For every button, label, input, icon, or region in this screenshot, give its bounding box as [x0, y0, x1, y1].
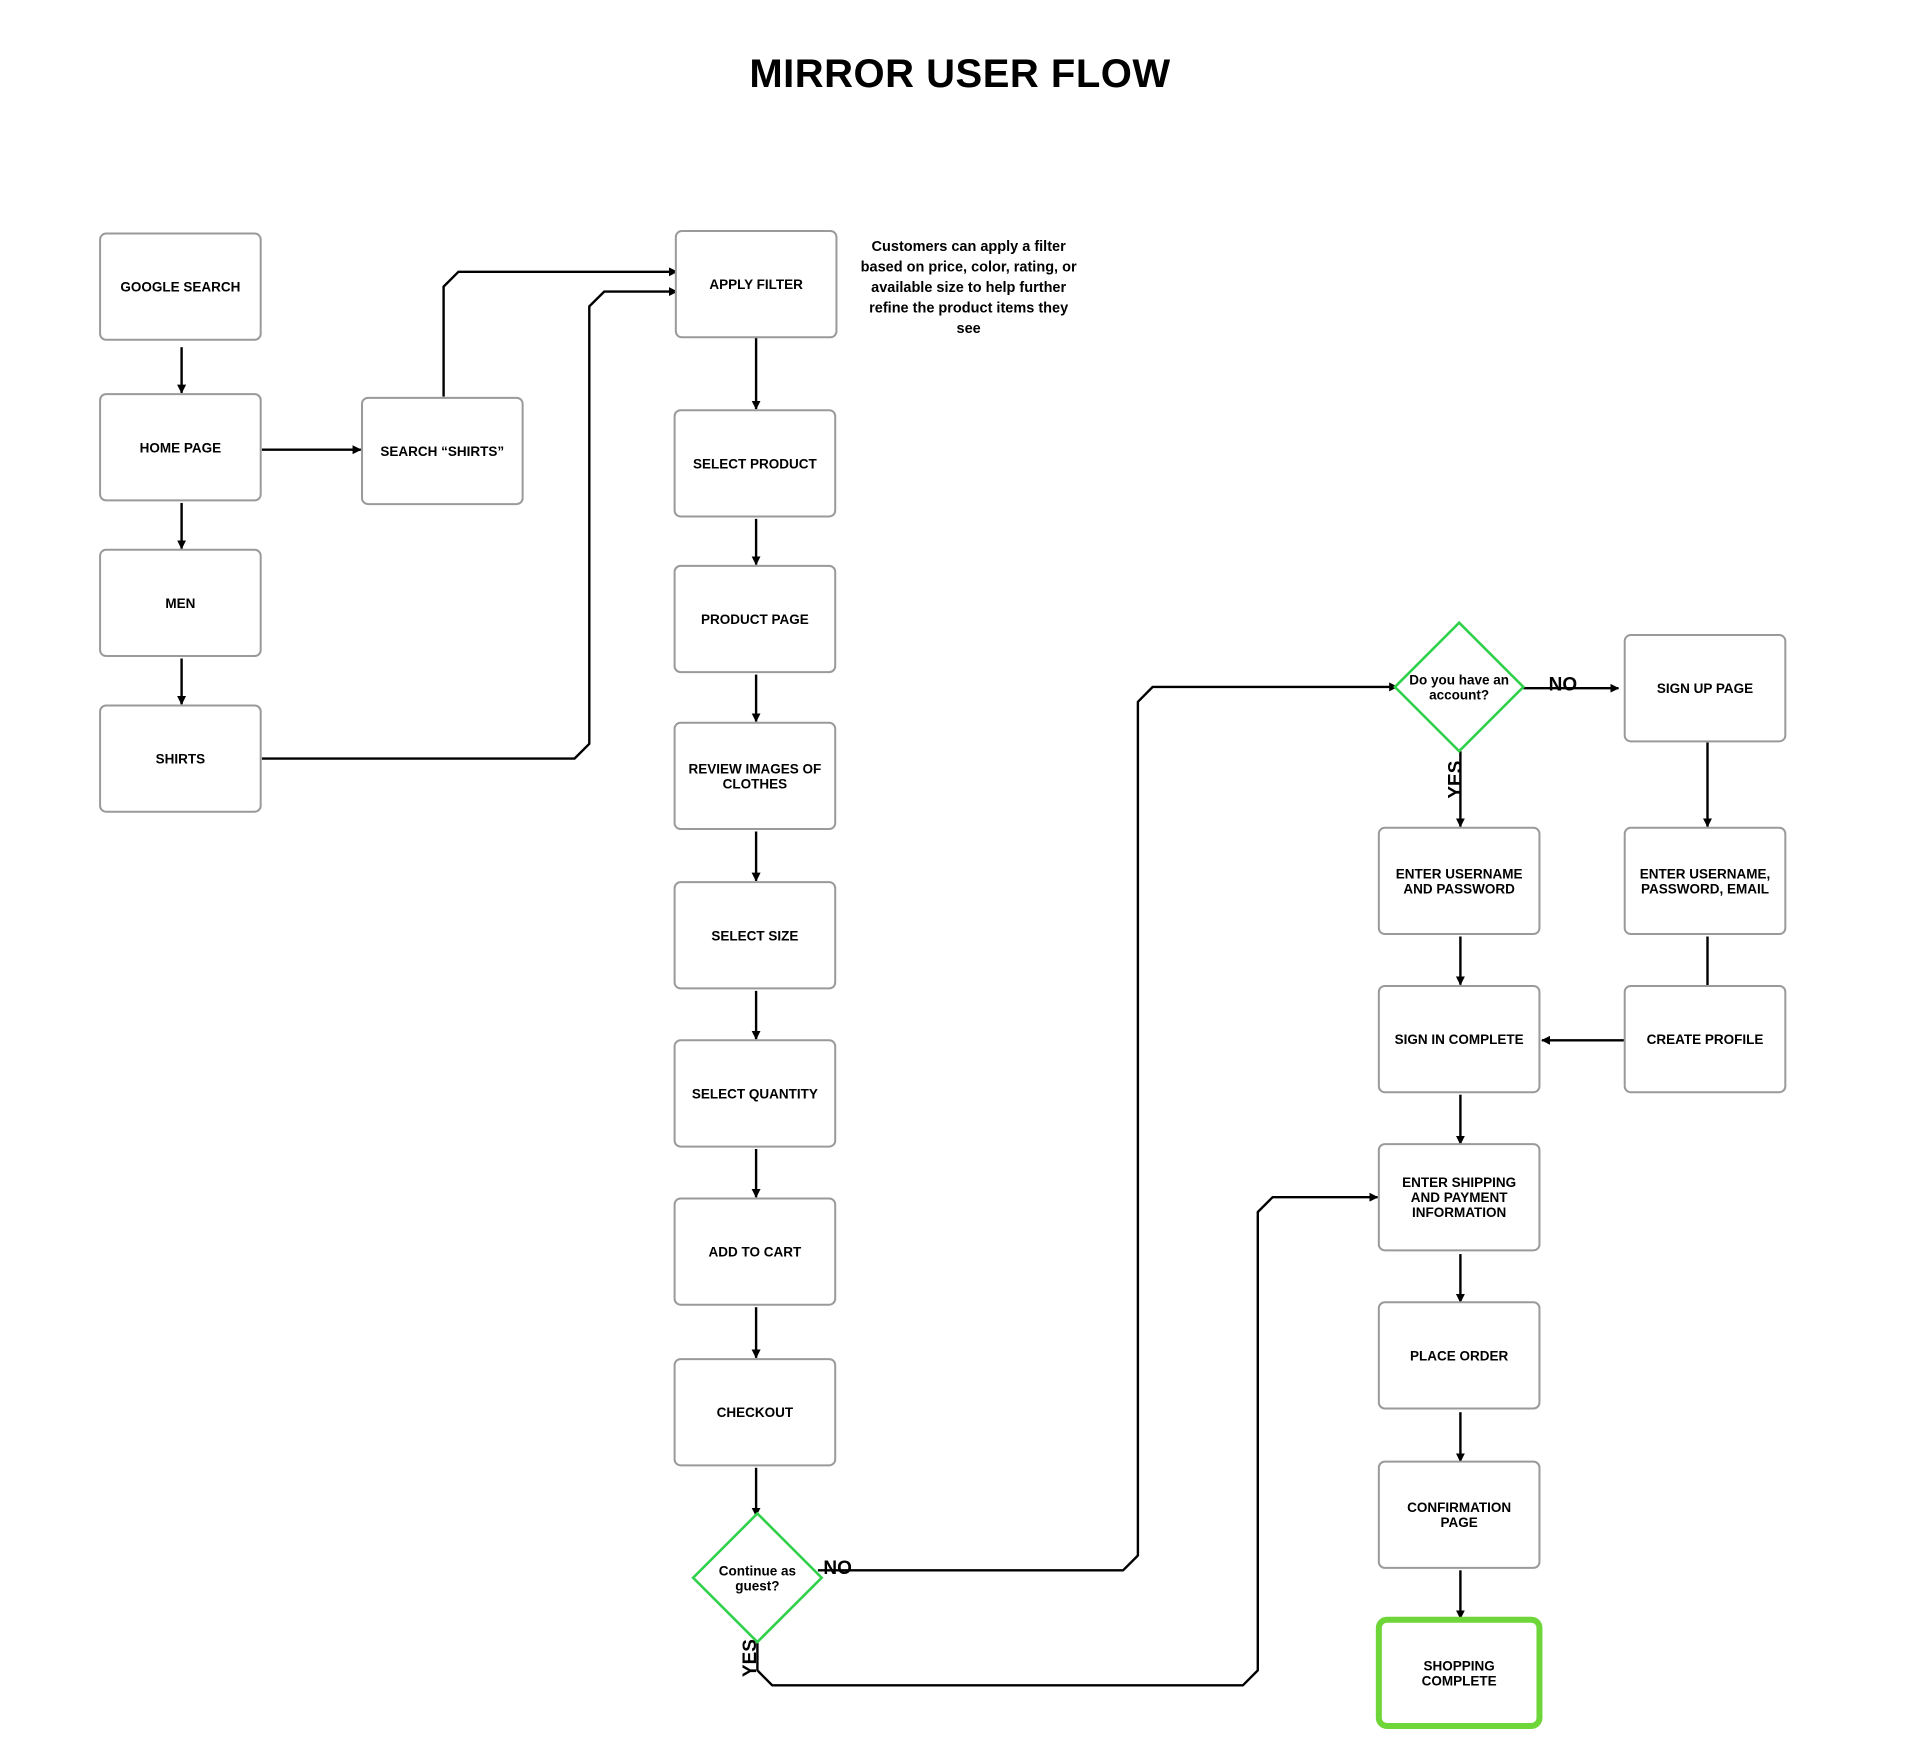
process-box [1377, 1143, 1541, 1252]
node-create-profile: CREATE PROFILE [1623, 984, 1787, 1094]
process-box [673, 1358, 837, 1467]
node-label: CREATE PROFILE [1647, 1032, 1764, 1047]
decision-diamond [691, 1511, 824, 1644]
node-label: SELECT PRODUCT [693, 456, 818, 471]
node-google-search: GOOGLE SEARCH [99, 232, 262, 341]
node-select-quantity: SELECT QUANTITY [673, 1039, 837, 1148]
edge-labels-layer: NO YES NO YES [740, 675, 1577, 1677]
node-label: SHIRTS [156, 752, 206, 767]
node-add-to-cart: ADD TO CART [673, 1197, 837, 1306]
process-box [673, 881, 837, 990]
node-label: APPLY FILTER [709, 277, 803, 292]
node-label: SELECT QUANTITY [692, 1086, 818, 1101]
node-men: MEN [99, 548, 262, 658]
node-product-page: PRODUCT PAGE [673, 564, 837, 674]
process-box [673, 721, 837, 831]
node-label: SIGN UP PAGE [1657, 681, 1753, 696]
process-box [1377, 1301, 1541, 1410]
process-box [673, 409, 837, 518]
edges-layer [177, 267, 1712, 1687]
process-box [99, 704, 262, 813]
node-label: PLACE ORDER [1410, 1348, 1509, 1363]
process-box [1377, 1460, 1541, 1569]
node-label: SEARCH “SHIRTS” [380, 444, 504, 459]
node-checkout: CHECKOUT [673, 1358, 837, 1467]
process-box [1377, 826, 1541, 936]
node-shirts: SHIRTS [99, 704, 262, 813]
page-title: MIRROR USER FLOW [749, 52, 1171, 96]
node-label: ENTER USERNAME,PASSWORD, EMAIL [1640, 866, 1771, 896]
process-box [1623, 984, 1787, 1094]
edge-label-no: NO [1549, 675, 1578, 696]
process-box [1623, 634, 1787, 743]
node-sign-in-complete: SIGN IN COMPLETE [1377, 984, 1541, 1094]
node-label: ADD TO CART [709, 1245, 803, 1260]
node-place-order: PLACE ORDER [1377, 1301, 1541, 1410]
node-sign-up-page: SIGN UP PAGE [1623, 634, 1787, 743]
node-label: GOOGLE SEARCH [120, 280, 240, 295]
node-select-product: SELECT PRODUCT [673, 409, 837, 518]
edge-search-shirts-to-apply-filter [442, 267, 678, 397]
node-label: HOME PAGE [140, 440, 222, 455]
node-label: MEN [165, 596, 195, 611]
process-box [1377, 984, 1541, 1094]
edge-continue-guest-to-have-account [817, 682, 1399, 1572]
node-apply-filter: APPLY FILTER [674, 230, 838, 339]
node-enter-username-password-email: ENTER USERNAME,PASSWORD, EMAIL [1623, 826, 1787, 936]
edge-shirts-to-apply-filter [261, 287, 678, 760]
process-box [673, 1197, 837, 1306]
process-box [673, 1039, 837, 1148]
process-box [673, 564, 837, 674]
nodes-layer: GOOGLE SEARCH HOME PAGE SEARCH “SHIRTS” MEN… [99, 230, 1787, 1730]
process-box [361, 396, 524, 506]
node-label: CHECKOUT [717, 1405, 794, 1420]
node-home-page: HOME PAGE [99, 393, 262, 502]
edge-label-no: NO [823, 1558, 852, 1579]
edge-continue-guest-to-enter-shipping [756, 1192, 1379, 1687]
node-select-size: SELECT SIZE [673, 881, 837, 990]
process-box [674, 230, 838, 339]
node-label: SIGN IN COMPLETE [1395, 1032, 1524, 1047]
decision-diamond [1393, 620, 1526, 754]
process-box [1623, 826, 1787, 936]
edge-label-yes: YES [1446, 761, 1467, 799]
terminal-box [1375, 1616, 1543, 1730]
node-search-shirts: SEARCH “SHIRTS” [361, 396, 524, 506]
node-label: SELECT SIZE [711, 928, 798, 943]
edge-label-yes: YES [740, 1639, 761, 1677]
process-box [99, 393, 262, 502]
process-box [99, 232, 262, 341]
process-box [99, 548, 262, 658]
node-label: PRODUCT PAGE [701, 612, 809, 627]
